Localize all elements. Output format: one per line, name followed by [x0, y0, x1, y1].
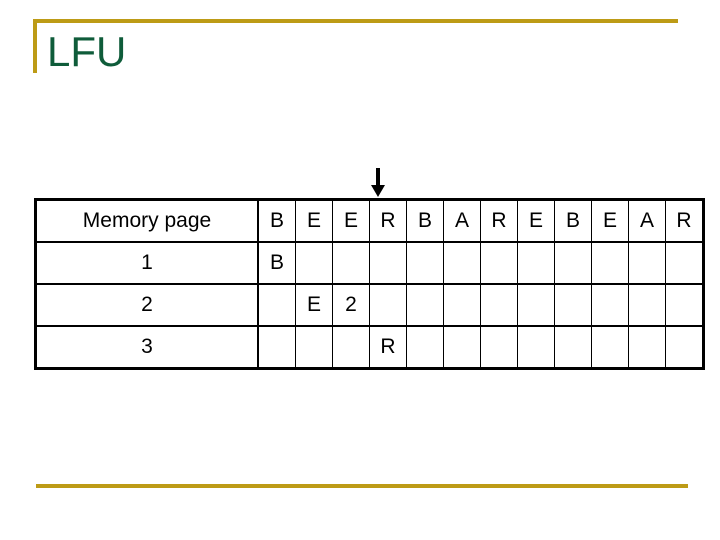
frame-cell	[369, 283, 407, 327]
frame-cell: E	[295, 283, 333, 327]
frame-cell	[332, 325, 370, 370]
frame-cell	[443, 325, 481, 370]
frame-cell	[628, 283, 666, 327]
frame-cell	[665, 325, 704, 370]
lfu-trace-table: Memory page B E E R B A R E B E A R 1 B	[34, 198, 705, 370]
frame-cell	[517, 241, 555, 285]
down-arrow-icon	[370, 168, 386, 198]
frame-cell	[665, 241, 704, 285]
reference-cell: E	[332, 198, 370, 243]
table-row: 2 E 2	[35, 283, 704, 327]
frame-cell	[517, 325, 555, 370]
reference-cell: R	[665, 198, 704, 243]
reference-cell: E	[517, 198, 555, 243]
frame-cell	[480, 325, 518, 370]
frame-cell	[295, 325, 333, 370]
frame-label: 2	[35, 283, 259, 327]
title-rule-vertical	[33, 19, 37, 73]
memory-page-header-label: Memory page	[35, 198, 259, 243]
frame-cell	[628, 241, 666, 285]
frame-cell	[517, 283, 555, 327]
footer-rule	[36, 484, 688, 488]
frame-cell	[406, 241, 444, 285]
reference-cell: A	[628, 198, 666, 243]
frame-cell: R	[369, 325, 407, 370]
reference-cell: B	[257, 198, 296, 243]
frame-cell	[554, 241, 592, 285]
frame-cell	[591, 325, 629, 370]
frame-cell	[369, 241, 407, 285]
reference-cell: R	[480, 198, 518, 243]
frame-cell	[554, 283, 592, 327]
frame-cell	[480, 283, 518, 327]
frame-count-cell: 2	[332, 283, 370, 327]
reference-cell: R	[369, 198, 407, 243]
frame-cell: B	[257, 241, 296, 285]
frame-cell	[257, 325, 296, 370]
frame-cell	[406, 283, 444, 327]
frame-cell	[295, 241, 333, 285]
reference-cell: E	[295, 198, 333, 243]
frame-cell	[443, 283, 481, 327]
frame-cell	[443, 241, 481, 285]
frame-cell	[665, 283, 704, 327]
frame-label: 3	[35, 325, 259, 370]
title-rule-horizontal	[33, 19, 678, 23]
reference-cell: B	[406, 198, 444, 243]
table-row-header: Memory page B E E R B A R E B E A R	[35, 198, 704, 243]
frame-cell	[480, 241, 518, 285]
table-body: Memory page B E E R B A R E B E A R 1 B	[35, 198, 704, 370]
frame-cell	[591, 241, 629, 285]
page-title: LFU	[47, 28, 127, 75]
frame-cell	[591, 283, 629, 327]
frame-cell	[332, 241, 370, 285]
table-row: 1 B	[35, 241, 704, 285]
table-row: 3 R	[35, 325, 704, 370]
reference-cell: B	[554, 198, 592, 243]
frame-cell	[257, 283, 296, 327]
reference-cell: E	[591, 198, 629, 243]
frame-label: 1	[35, 241, 259, 285]
frame-cell	[628, 325, 666, 370]
frame-cell	[406, 325, 444, 370]
frame-cell	[554, 325, 592, 370]
reference-cell: A	[443, 198, 481, 243]
